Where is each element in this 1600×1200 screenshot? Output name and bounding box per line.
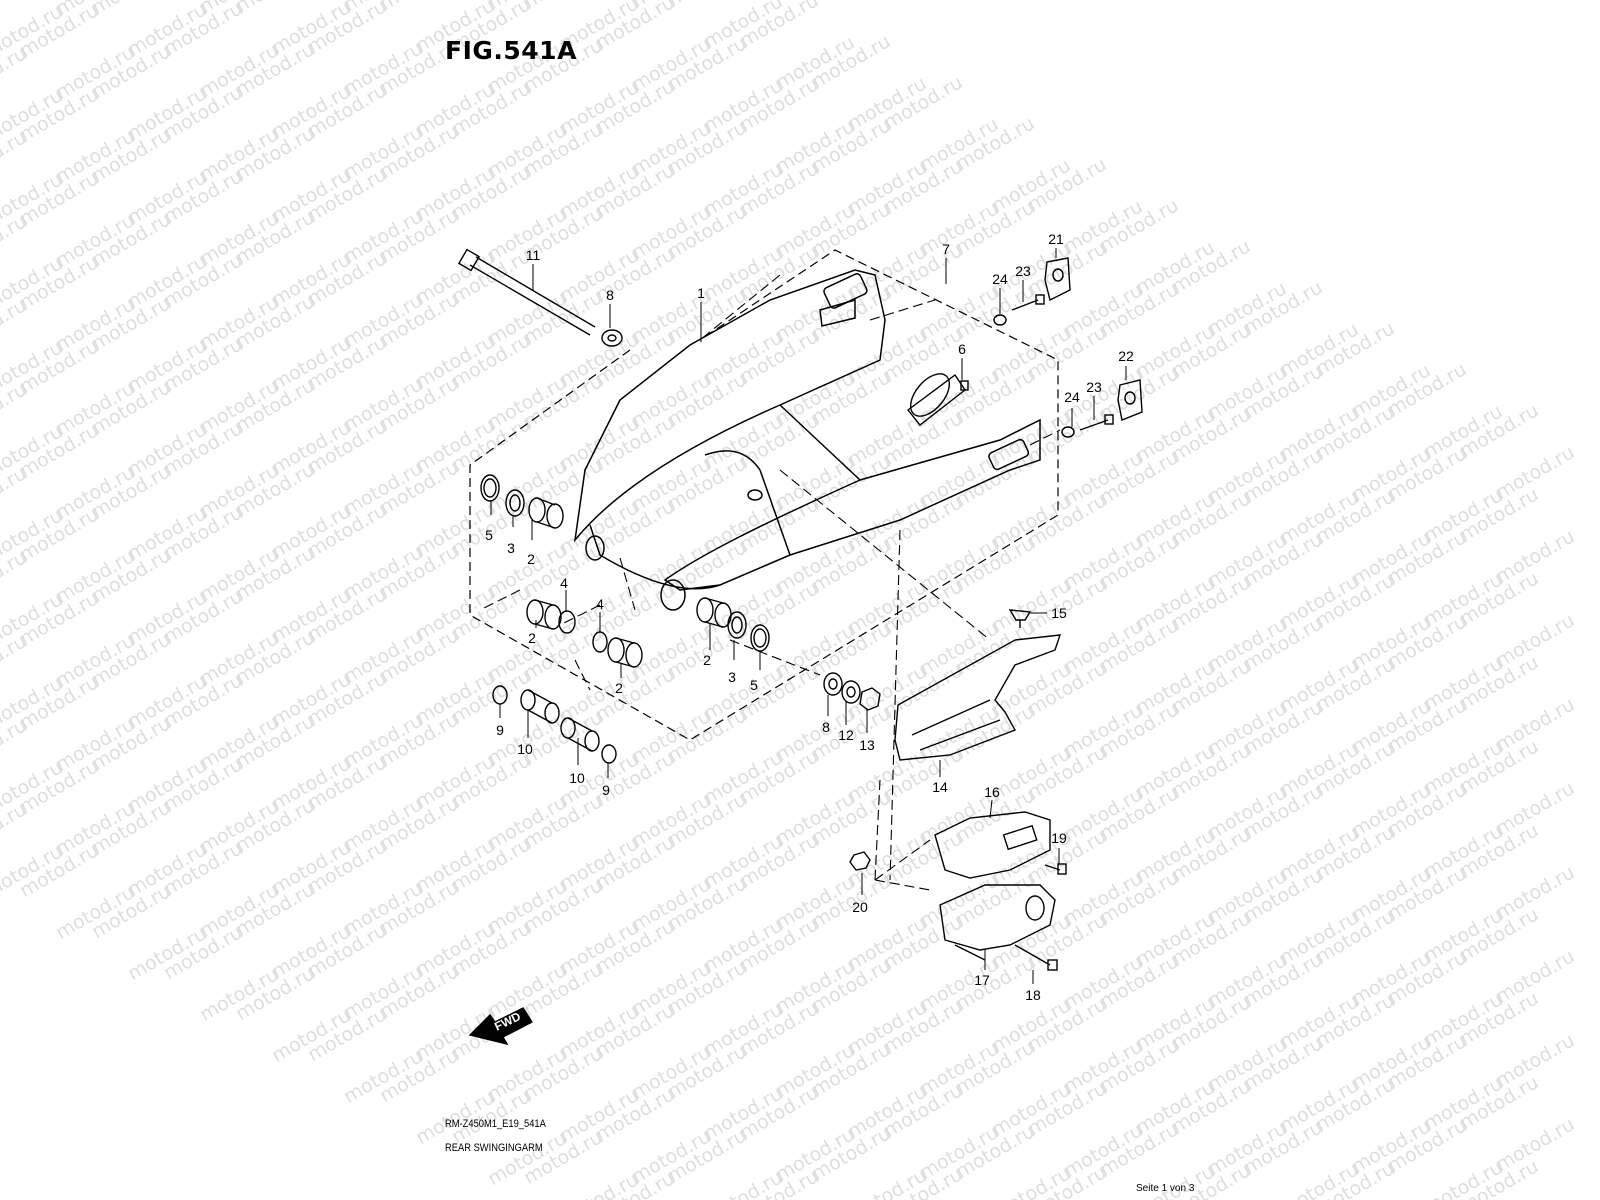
callout-2: 2: [527, 551, 535, 567]
screw: [1008, 609, 1032, 628]
washer: [601, 329, 623, 347]
chain-adjuster-left: [1044, 257, 1071, 302]
bearing-set-lower-left: [526, 599, 643, 668]
callout-8: 8: [606, 287, 614, 303]
chain-adjuster-plate: [907, 373, 966, 426]
callout-23: 23: [1015, 263, 1031, 279]
callout-4: 4: [596, 596, 604, 612]
callout-14: 14: [932, 779, 948, 795]
callout-24: 24: [992, 271, 1008, 287]
collars-and-seals: [492, 685, 617, 764]
callout-3: 3: [507, 540, 515, 556]
callout-12: 12: [838, 727, 854, 743]
callout-6: 6: [958, 341, 966, 357]
callout-4: 4: [560, 575, 568, 591]
callout-7: 7: [942, 241, 950, 257]
bolt: [1044, 863, 1067, 875]
callout-2: 2: [528, 630, 536, 646]
assembly-boundary: [469, 249, 1059, 741]
callout-11: 11: [526, 247, 541, 263]
adjuster-bolt: [1079, 414, 1114, 431]
screw: [960, 380, 969, 391]
callout-2: 2: [703, 652, 711, 668]
forward-direction-arrow: FWD: [468, 1007, 534, 1046]
chain-slider: [894, 634, 1062, 761]
callout-21: 21: [1048, 231, 1064, 247]
nut: [993, 314, 1007, 326]
callout-1: 1: [697, 285, 705, 301]
chain-guide: [934, 811, 1051, 879]
chain-guide-bracket: [939, 884, 1056, 961]
model-code: RM-Z450M1_E19_541A: [445, 1118, 546, 1130]
swingarm: [573, 269, 1041, 611]
callout-2: 2: [615, 680, 623, 696]
callout-9: 9: [602, 782, 610, 798]
chain-adjuster-right: [1117, 379, 1143, 421]
nut: [849, 851, 871, 871]
callout-9: 9: [496, 722, 504, 738]
callout-24: 24: [1064, 389, 1080, 405]
callout-10: 10: [517, 741, 533, 757]
callout-23: 23: [1086, 379, 1102, 395]
bearing-set-upper-left: [480, 474, 564, 529]
callout-13: 13: [859, 737, 875, 753]
bolt: [1014, 944, 1058, 971]
callout-leaders: [490, 248, 1127, 984]
callout-labels: 11 8 1 7 6 21 24 23 22 24 23 5 3 2 4 2 4…: [485, 231, 1134, 1003]
callout-19: 19: [1051, 830, 1067, 846]
callout-16: 16: [984, 784, 1000, 800]
callout-18: 18: [1025, 987, 1041, 1003]
washer-nut-stack: [823, 672, 881, 711]
callout-5: 5: [750, 677, 758, 693]
bearing-set-lower-right: [696, 597, 770, 652]
figure-title: FIG.541A: [445, 36, 577, 65]
part-group-name: REAR SWINGINGARM: [445, 1142, 543, 1154]
leader-lines: [479, 274, 1061, 891]
callout-20: 20: [852, 899, 868, 915]
callout-5: 5: [485, 527, 493, 543]
pivot-shaft: [457, 248, 596, 336]
callout-17: 17: [974, 972, 990, 988]
adjuster-bolt: [1011, 294, 1045, 311]
nut: [1061, 426, 1075, 438]
page-indicator: Seite 1 von 3: [1136, 1183, 1195, 1194]
callout-3: 3: [728, 669, 736, 685]
callout-15: 15: [1051, 605, 1067, 621]
callout-10: 10: [569, 770, 585, 786]
callout-8: 8: [822, 719, 830, 735]
callout-22: 22: [1118, 348, 1134, 364]
